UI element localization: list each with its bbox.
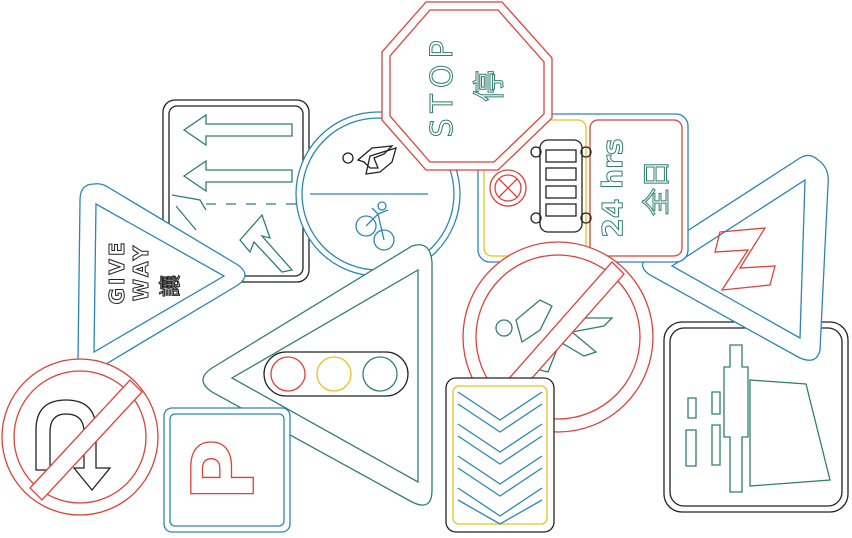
traffic-light-sign	[202, 244, 433, 506]
stop-word: STOP	[425, 34, 460, 137]
pedestrian-icon	[342, 145, 397, 175]
bus-icon	[530, 139, 592, 233]
chevron-icon	[457, 391, 543, 525]
traffic-light-icon	[263, 351, 409, 397]
expressway-sign	[663, 321, 849, 513]
zigzag-icon	[714, 227, 776, 291]
no-u-turn-sign	[1, 358, 159, 516]
clearway-sign: 24 hrs 全日	[477, 113, 689, 263]
give-way-line2: WAY	[129, 243, 153, 301]
clearway-hours: 24 hrs	[596, 138, 629, 237]
parking-letter: P	[174, 438, 274, 501]
clearway-cjk: 全日	[640, 160, 673, 216]
zigzag-warning-sign	[641, 154, 829, 361]
chevron-sign	[445, 377, 555, 533]
stop-sign: STOP 停	[381, 1, 553, 171]
lane-arrows-icon	[171, 113, 296, 273]
no-pedestrians-icon	[495, 299, 614, 373]
bicycle-icon	[355, 201, 395, 251]
give-way-line1: GIVE	[105, 240, 129, 305]
no-stopping-icon	[489, 169, 527, 207]
give-way-cjk: 讓	[159, 275, 184, 297]
stop-cjk: 停	[470, 70, 508, 102]
give-way-sign: GIVE WAY 讓	[77, 183, 246, 374]
no-u-turn-icon	[35, 399, 112, 492]
expressway-icon	[685, 344, 831, 493]
parking-sign: P	[163, 407, 291, 533]
